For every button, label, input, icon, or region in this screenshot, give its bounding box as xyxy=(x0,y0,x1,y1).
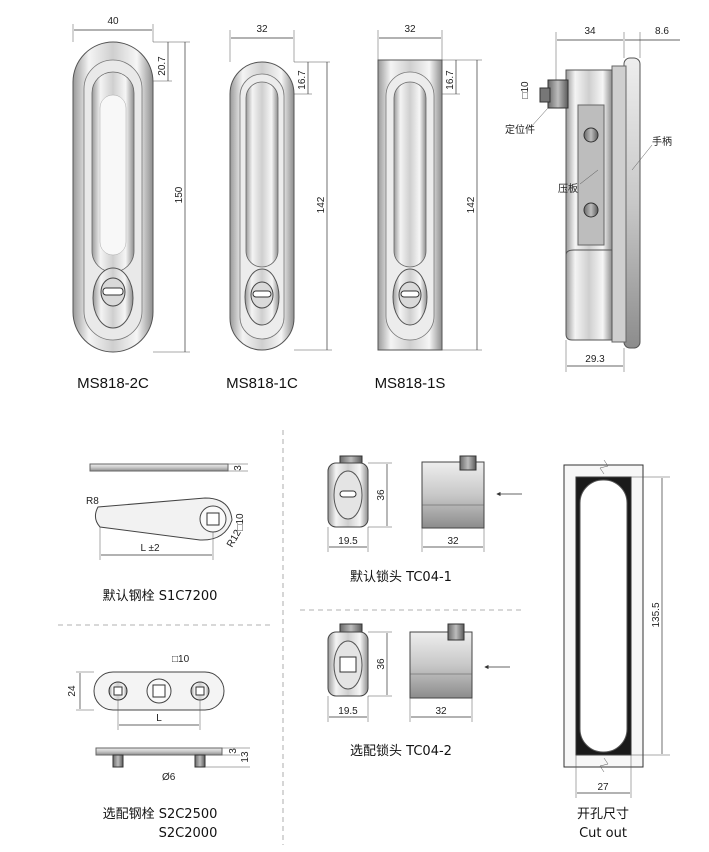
cutout-drawing: 135.5 27 xyxy=(563,459,670,798)
optional-cam-t13: 13 xyxy=(240,751,251,763)
default-cam-drawing: 3 R8 R12 □10 L ±2 xyxy=(86,463,248,560)
optional-cam-caption-line1: 选配钢栓 S2C2500 xyxy=(103,807,218,822)
ms818-2c-label: MS818-2C xyxy=(77,375,149,392)
optional-cam-caption-line2: S2C2000 xyxy=(159,826,218,841)
ms818-1s-label: MS818-1S xyxy=(375,375,446,392)
tc04-1-drawing: 36 19.5 32 xyxy=(327,455,522,552)
tc04-1-width: 19.5 xyxy=(338,536,358,547)
side-width: 34 xyxy=(584,26,596,37)
ms818-2c-handle xyxy=(72,41,154,353)
ms818-1c-label: MS818-1C xyxy=(226,375,298,392)
default-cam-length: L ±2 xyxy=(140,543,159,554)
default-cam-r8: R8 xyxy=(86,496,99,507)
side-view-dimensions: 34 8.6 □10 29.3 定位件 手柄 压板 xyxy=(505,26,680,372)
ms818-1s-height: 142 xyxy=(466,196,477,213)
optional-cam-diameter: Ø6 xyxy=(162,772,176,783)
side-offset: 8.6 xyxy=(655,26,669,37)
optional-cam-drawing: □10 24 L 3 13 Ø6 xyxy=(67,654,251,783)
side-square: □10 xyxy=(520,81,531,99)
ms818-1s-width: 32 xyxy=(404,24,416,35)
tc04-2-width: 19.5 xyxy=(338,706,358,717)
optional-cam-height: 24 xyxy=(67,685,78,697)
cutout-caption-en: Cut out xyxy=(579,826,627,841)
locator-label: 定位件 xyxy=(505,123,535,136)
tc04-2-depth: 32 xyxy=(435,706,447,717)
ms818-2c-dimensions: 40 20.7 150 xyxy=(72,16,190,353)
cutout-height: 135.5 xyxy=(651,602,662,627)
ms818-1c-width: 32 xyxy=(256,24,268,35)
side-view xyxy=(539,57,641,349)
tc04-1-height: 36 xyxy=(376,489,387,501)
ms818-1c-handle xyxy=(229,61,295,351)
tc04-2-caption: 选配锁头 TC04-2 xyxy=(350,743,452,759)
cutout-width: 27 xyxy=(597,782,609,793)
handle-label: 手柄 xyxy=(652,135,672,148)
optional-cam-length: L xyxy=(156,713,162,724)
ms818-1s-dimensions: 32 16.7 142 xyxy=(377,24,482,351)
plate-label: 压板 xyxy=(558,182,578,195)
optional-cam-t3: 3 xyxy=(228,748,239,754)
default-cam-square: □10 xyxy=(235,513,246,531)
default-cam-caption: 默认钢栓 S1C7200 xyxy=(103,588,218,604)
optional-cam-square: □10 xyxy=(172,654,190,665)
tc04-2-height: 36 xyxy=(376,658,387,670)
ms818-2c-top-gap: 20.7 xyxy=(157,56,168,76)
ms818-1c-dimensions: 32 16.7 142 xyxy=(229,24,332,351)
ms818-2c-height: 150 xyxy=(174,186,185,203)
ms818-1s-top-gap: 16.7 xyxy=(445,70,456,90)
ms818-2c-width: 40 xyxy=(107,16,119,27)
ms818-1c-top-gap: 16.7 xyxy=(297,70,308,90)
side-bottom-width: 29.3 xyxy=(585,354,605,365)
tc04-1-caption: 默认锁头 TC04-1 xyxy=(350,569,452,585)
ms818-1s-handle xyxy=(377,59,443,351)
tc04-2-drawing: 36 19.5 32 xyxy=(327,623,510,722)
tc04-1-depth: 32 xyxy=(447,536,459,547)
cutout-caption-cn: 开孔尺寸 xyxy=(577,807,629,822)
default-cam-thickness: 3 xyxy=(233,465,244,471)
ms818-1c-height: 142 xyxy=(316,196,327,213)
